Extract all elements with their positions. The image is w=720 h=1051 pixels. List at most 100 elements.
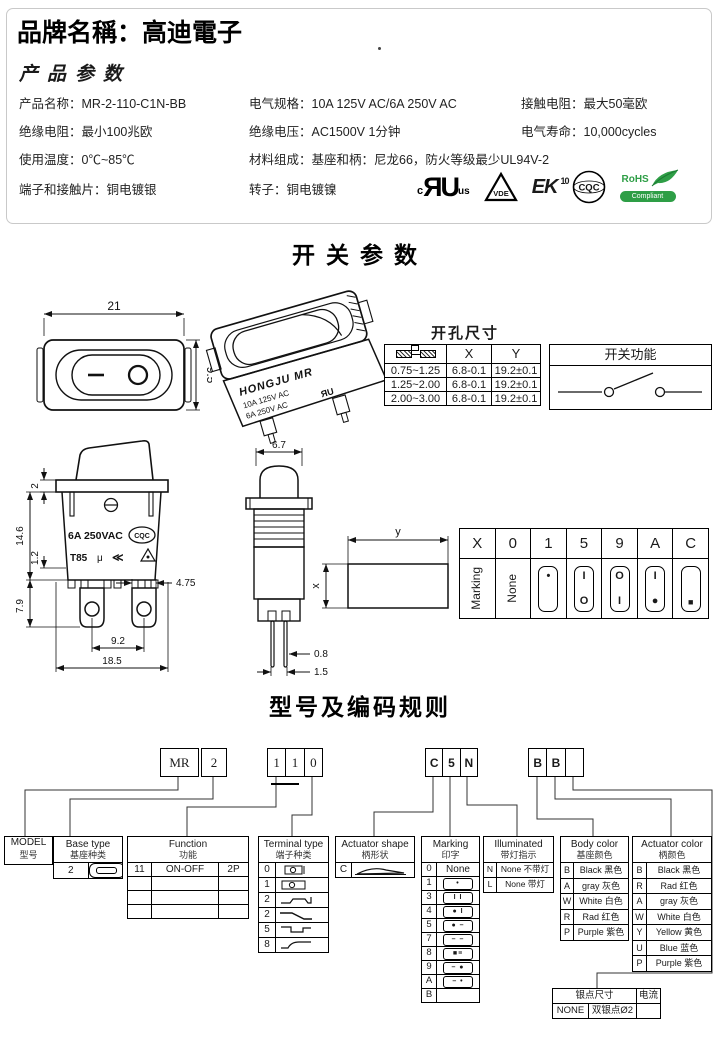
dim-9-2: 9.2 [111, 636, 125, 647]
rohs-text: RoHS [621, 174, 649, 185]
ul-glyph: ЯU [423, 171, 460, 202]
leaf-icon [651, 169, 678, 187]
actuator-color-code: A [632, 893, 647, 910]
code-2: 2 [210, 754, 218, 770]
actuator-color-header: Actuator color 柄颜色 [631, 836, 713, 863]
current-header: 电流 [636, 988, 662, 1004]
code-box-model: MR [160, 748, 199, 777]
switch-function-box: 开关功能 [549, 344, 712, 410]
actuator-shape-cn: 柄形状 [361, 850, 389, 861]
hole-y: 19.2±0.1 [491, 391, 541, 407]
function-poles: 2P [217, 862, 250, 877]
terminal-icon-angled-lug [275, 907, 329, 923]
col-header-x: X [446, 343, 492, 365]
param-material: 材料组成：基座和柄：尼龙66，防火等级最少UL94V-2 [249, 153, 550, 167]
base-type-header: Base type 基座种类 [53, 836, 123, 863]
thickness-range: 1.25~2.00 [384, 377, 447, 393]
code-box-function-terminal: 1 1 0 [267, 748, 323, 777]
thickness-range: 0.75~1.25 [384, 363, 447, 379]
illuminated-label: None 带灯 [505, 879, 545, 890]
panel-cutout-drawing: y x [310, 526, 449, 609]
empty-cell [151, 876, 219, 891]
body-color-code: W [560, 893, 574, 910]
actuator-color-code: U [632, 939, 647, 956]
function-en: Function [168, 838, 208, 850]
body-color-code: B [560, 862, 574, 879]
body-color-code: A [560, 877, 574, 894]
marking-code: 3 [421, 890, 437, 905]
mk-bottom: ● [651, 594, 659, 607]
empty-cell [217, 890, 250, 905]
dot-decoration [378, 47, 381, 50]
marking-symbol: – ● [443, 961, 473, 974]
code-empty [564, 749, 583, 776]
marking-symbol-cell: ● – [435, 918, 481, 933]
ul-suffix: us [458, 186, 470, 198]
code-box-colors: B B [528, 748, 584, 777]
actuator-shape-code: C [335, 862, 352, 878]
marking-symbol-cell: ● I [435, 904, 481, 919]
actuator-color-cn: 柄颜色 [658, 850, 686, 861]
code-1a: 1 [273, 754, 280, 770]
col-header-y: Y [491, 343, 541, 365]
dim-4-75: 4.75 [176, 578, 196, 589]
marking-code: 9 [421, 960, 437, 975]
marking-symbol: ● I [443, 905, 473, 918]
rohs-mark-icon: RoHS Compliant [619, 168, 680, 206]
body-color-label: Black 黑色 [573, 862, 629, 879]
param-insulation-resistance: 绝缘电阻：最小100兆欧 [19, 125, 153, 139]
body-color-cn: 基座颜色 [576, 850, 613, 861]
actuator-color-code: R [632, 877, 647, 894]
base-type-table: Base type 基座种类 2 [53, 836, 123, 879]
code-mr: MR [169, 754, 190, 770]
actuator-color-label: Black 黑色 [645, 862, 713, 879]
actuator-shape-table: Actuator shape 柄形状 C [334, 836, 416, 878]
silver-current [636, 1003, 662, 1019]
mk-bottom: ■ [687, 596, 694, 607]
code-b2: B [546, 749, 564, 776]
terminal-code-text: 5 [264, 924, 270, 936]
marking-symbol-cell: I I [435, 890, 481, 905]
hole-x: 6.8-0.1 [446, 391, 492, 407]
code-box-actuator-marking-illum: C 5 N [425, 748, 478, 777]
dim-6-7: 6.7 [272, 440, 286, 451]
actuator-color-code: W [632, 908, 647, 925]
dim-label-width: 21 [107, 299, 121, 313]
actuator-color-code: B [632, 862, 647, 879]
hole-y: 19.2±0.1 [491, 363, 541, 379]
empty-cell [217, 904, 250, 919]
marking-row-label: Marking [469, 567, 484, 610]
silver-point-header: 银点尺寸 [551, 988, 638, 1004]
terminal-icon-bent-lug [275, 892, 329, 908]
body-color-code: P [560, 924, 574, 941]
marking-header: Marking 印字 [420, 836, 481, 863]
actuator-color-code: Y [632, 924, 647, 941]
code-0: 0 [303, 749, 322, 776]
dim-x: x [310, 583, 322, 589]
dim-18-5: 18.5 [102, 656, 122, 667]
marking-code: 4 [421, 904, 437, 919]
marking-code: 7 [421, 932, 437, 947]
ul-prefix: c [417, 185, 424, 198]
hole-y: 19.2±0.1 [491, 377, 541, 393]
illuminated-code: L [483, 877, 497, 893]
terminal-code-text: 8 [264, 939, 270, 951]
illuminated-label-cell: None 带灯 [495, 877, 555, 893]
hole-size-title: 开孔尺寸 [430, 325, 499, 342]
thickness-range: 2.00~3.00 [384, 391, 447, 407]
front-rating-label: 6A 250VAC [68, 530, 123, 542]
terminal-code: 2 [258, 907, 276, 923]
code-box-base: 2 [201, 748, 227, 777]
param-terminal-plating: 端子和接触片：铜电镀银 [19, 183, 157, 197]
mk-icon-c: ■ [672, 558, 709, 619]
actuator-color-label: Rad 红色 [645, 877, 713, 894]
function-header: Function 功能 [126, 836, 250, 863]
marking-symbol: ■≡ [443, 947, 473, 960]
actuator-color-en: Actuator color [641, 838, 703, 850]
mk-col-5: 5 [565, 528, 603, 559]
mk-top: I [582, 569, 586, 582]
terminal-icon-flat-lug [275, 937, 329, 953]
